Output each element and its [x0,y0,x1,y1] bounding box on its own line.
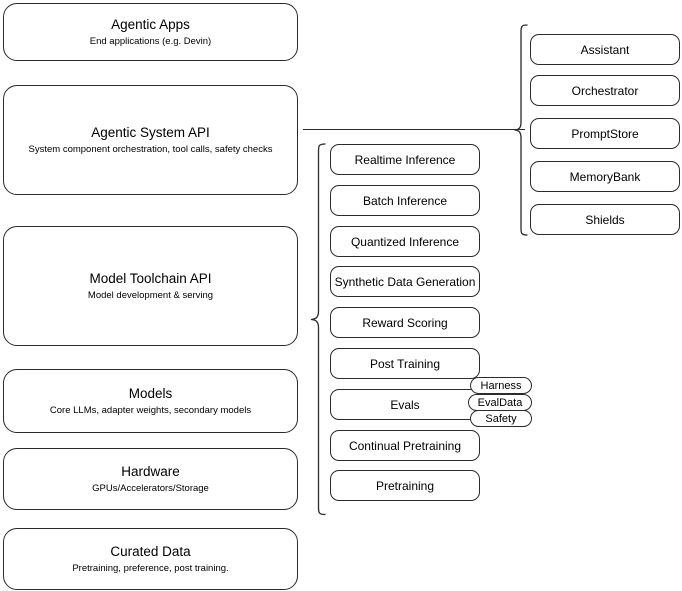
subcomponent-label: Harness [480,379,522,392]
component-label: PromptStore [571,126,639,141]
layer-subtitle: Model development & serving [87,290,214,301]
component-evals[interactable]: Evals [330,389,480,420]
subcomponent-label: Safety [485,412,517,425]
layer-curated-data[interactable]: Curated Data Pretraining, preference, po… [3,528,298,590]
component-label: Assistant [580,42,630,57]
layer-subtitle: End applications (e.g. Devin) [89,36,212,47]
layer-subtitle: System component orchestration, tool cal… [28,144,273,155]
subcomponent-safety[interactable]: Safety [470,410,532,427]
layer-title: Agentic Apps [111,17,190,32]
component-realtime-inference[interactable]: Realtime Inference [330,144,480,175]
component-orchestrator[interactable]: Orchestrator [530,75,680,106]
layer-title: Hardware [121,464,180,479]
component-synthetic-data-generation[interactable]: Synthetic Data Generation [330,266,480,297]
component-promptstore[interactable]: PromptStore [530,118,680,149]
subcomponent-evaldata[interactable]: EvalData [468,394,532,411]
connector-agentic-system-api [303,129,525,131]
layer-model-toolchain-api[interactable]: Model Toolchain API Model development & … [3,226,298,346]
component-label: Pretraining [375,478,435,493]
component-continual-pretraining[interactable]: Continual Pretraining [330,430,480,461]
component-label: Quantized Inference [350,234,460,249]
component-label: MemoryBank [569,169,641,184]
layer-title: Model Toolchain API [89,271,212,286]
brace-toolchain-components [310,143,326,516]
layer-subtitle: GPUs/Accelerators/Storage [92,483,209,494]
component-batch-inference[interactable]: Batch Inference [330,185,480,216]
layer-title: Models [128,386,173,401]
component-label: Orchestrator [571,83,639,98]
component-label: Continual Pretraining [348,438,462,453]
component-label: Synthetic Data Generation [334,274,476,289]
layer-title: Curated Data [110,544,191,559]
component-label: Reward Scoring [362,315,448,330]
subcomponent-label: EvalData [477,396,523,409]
component-quantized-inference[interactable]: Quantized Inference [330,226,480,257]
component-post-training[interactable]: Post Training [330,348,480,379]
component-memorybank[interactable]: MemoryBank [530,161,680,192]
subcomponent-harness[interactable]: Harness [470,377,532,394]
layer-title: Agentic System API [91,125,210,140]
component-label: Batch Inference [362,193,448,208]
component-label: Realtime Inference [354,152,456,167]
component-reward-scoring[interactable]: Reward Scoring [330,307,480,338]
layer-subtitle: Pretraining, preference, post training. [72,563,229,574]
component-shields[interactable]: Shields [530,204,680,235]
component-pretraining[interactable]: Pretraining [330,470,480,501]
component-label: Post Training [369,356,441,371]
brace-agentic-components [514,24,528,236]
component-label: Shields [585,212,625,227]
component-label: Evals [390,397,420,412]
layer-agentic-apps[interactable]: Agentic Apps End applications (e.g. Devi… [3,3,298,61]
layer-models[interactable]: Models Core LLMs, adapter weights, secon… [3,369,298,433]
layer-hardware[interactable]: Hardware GPUs/Accelerators/Storage [3,448,298,510]
layer-agentic-system-api[interactable]: Agentic System API System component orch… [3,85,298,195]
layer-subtitle: Core LLMs, adapter weights, secondary mo… [49,405,252,416]
component-assistant[interactable]: Assistant [530,34,680,65]
